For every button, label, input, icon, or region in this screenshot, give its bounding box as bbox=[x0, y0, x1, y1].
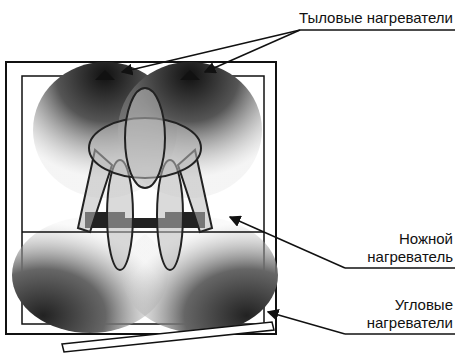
callout-label: Угловые нагреватели bbox=[349, 296, 453, 332]
callout-label: Ножной нагреватель bbox=[349, 230, 453, 266]
callout-label: Тыловые нагреватели bbox=[253, 9, 453, 27]
